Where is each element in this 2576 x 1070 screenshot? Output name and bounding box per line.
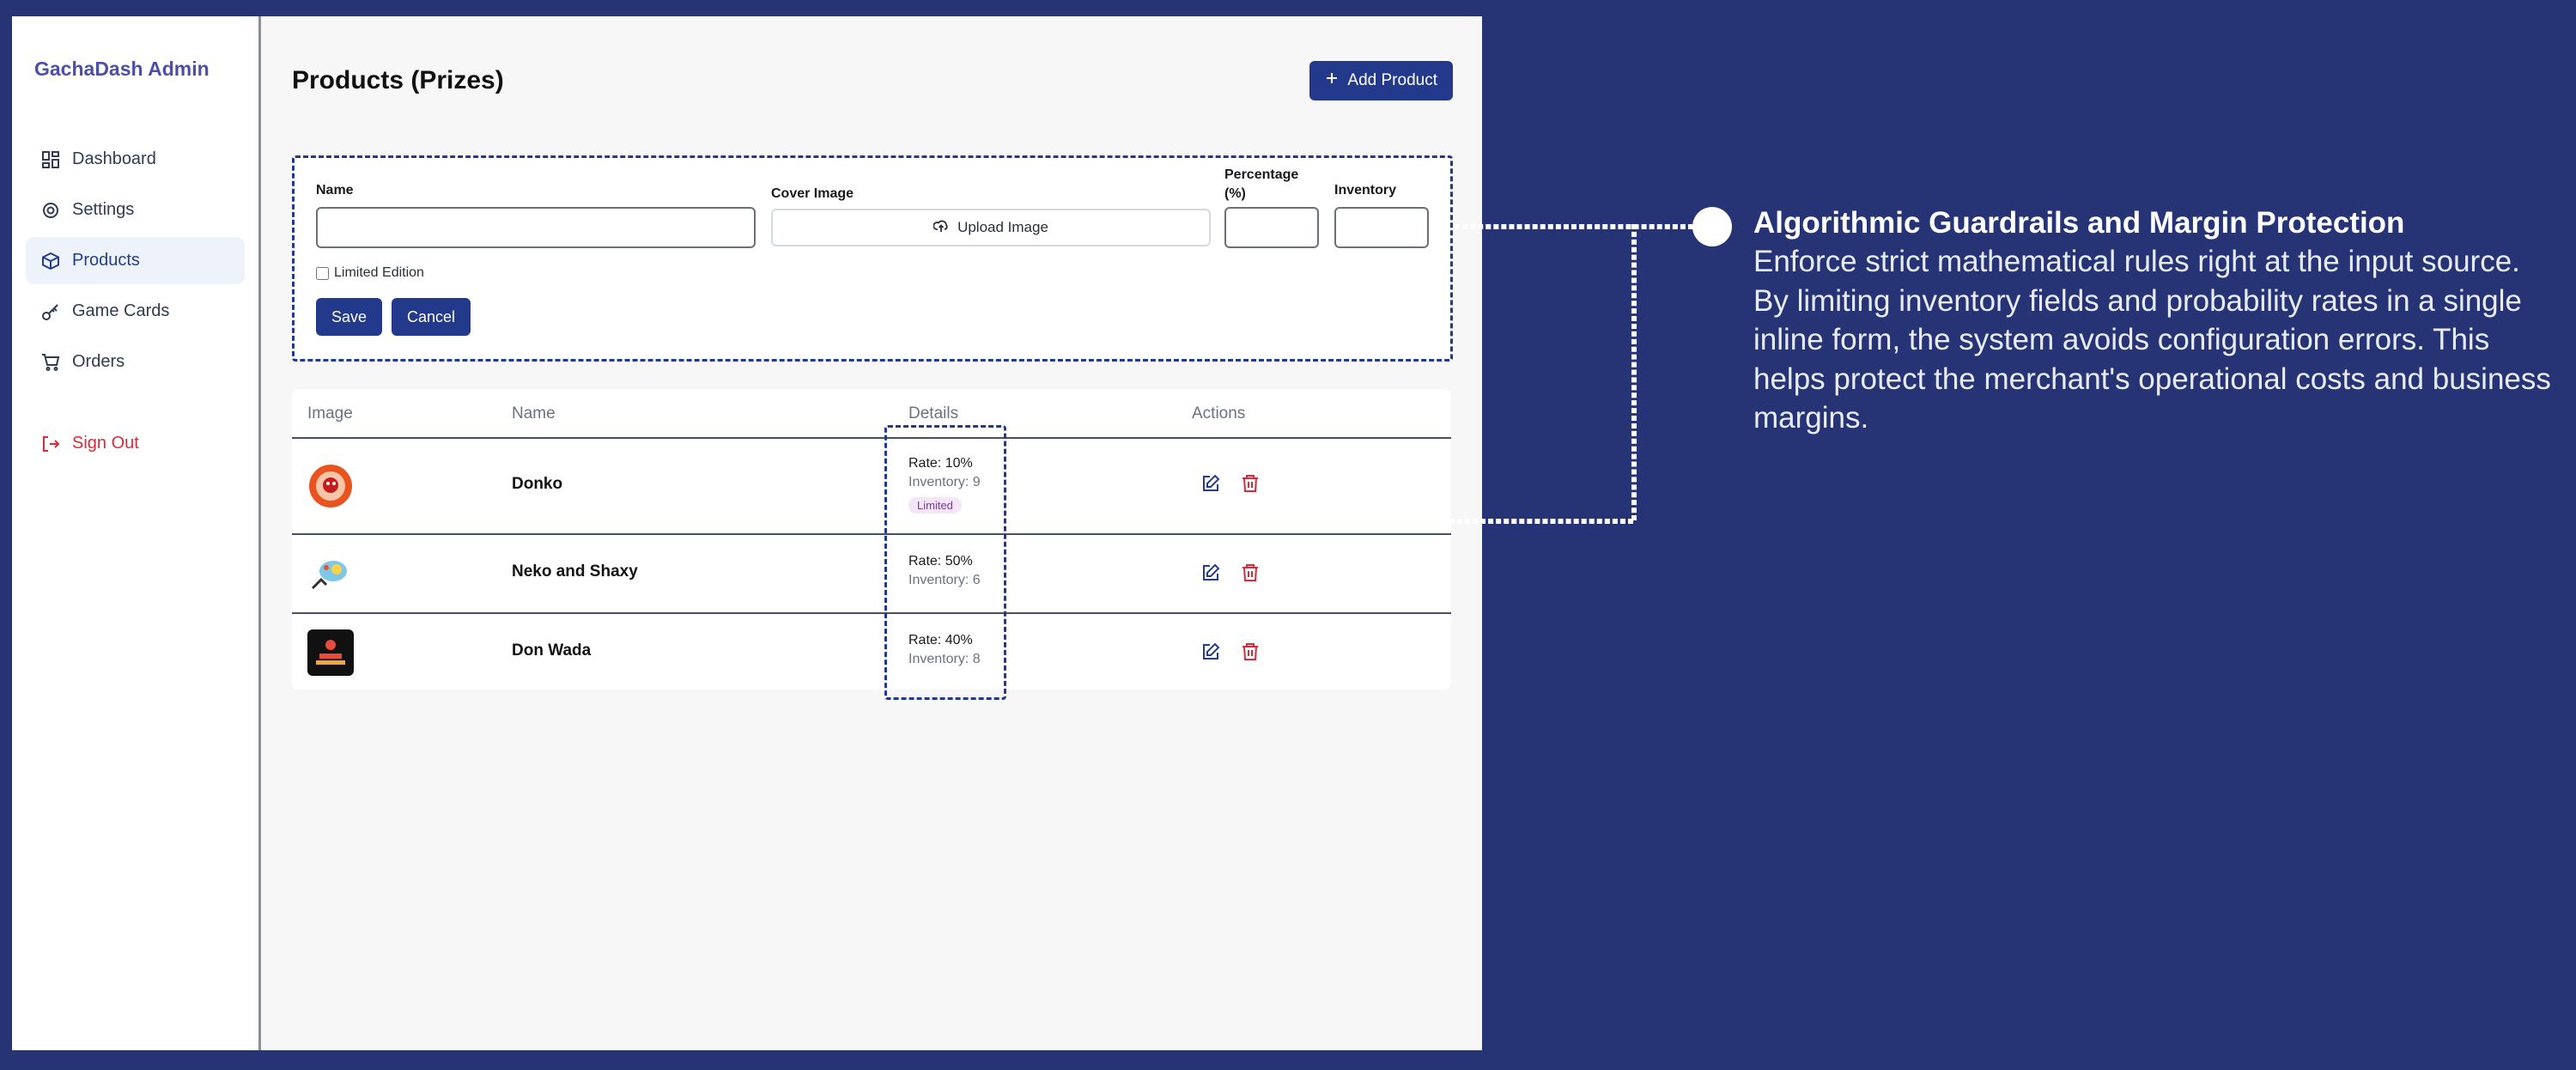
product-rate: Rate: 40% [908,633,973,647]
key-icon [41,302,60,321]
sidebar: GachaDash Admin Dashboard Settings Produ… [12,16,261,1050]
cart-icon [41,353,60,372]
edit-icon[interactable] [1200,641,1221,662]
sidebar-item-label: Settings [72,200,135,219]
limited-edition-checkbox[interactable]: Limited Edition [316,265,424,281]
page-header: Products (Prizes) Add Product [292,51,1453,111]
product-inventory: Inventory: 9 [908,475,981,489]
add-product-label: Add Product [1347,71,1437,89]
percentage-input[interactable] [1224,207,1319,248]
inventory-input[interactable] [1334,207,1429,248]
table-row: Donko Rate: 10% Inventory: 9 Limited [292,437,1451,533]
plus-icon [1325,71,1339,90]
sidebar-item-settings[interactable]: Settings [26,186,245,234]
table-row: Don Wada Rate: 40% Inventory: 8 [292,612,1451,690]
cover-image-label: Cover Image [771,186,854,201]
trash-icon[interactable] [1240,562,1261,583]
product-thumbnail [307,463,354,509]
product-inventory: Inventory: 8 [908,652,981,666]
product-name: Donko [512,475,563,493]
cancel-button[interactable]: Cancel [392,298,471,336]
product-rate: Rate: 50% [908,554,973,568]
sidebar-item-label: Game Cards [72,301,170,320]
column-header-name: Name [512,404,556,423]
page-title: Products (Prizes) [292,66,504,94]
product-thumbnail [307,550,354,597]
inventory-label: Inventory [1334,183,1397,198]
brand-title: GachaDash Admin [34,58,210,80]
connector-line [1006,519,1633,524]
app-window: GachaDash Admin Dashboard Settings Produ… [12,16,1482,1050]
sidebar-item-products[interactable]: Products [26,237,245,284]
save-button[interactable]: Save [316,298,383,336]
product-thumbnail [307,629,354,676]
limited-edition-label: Limited Edition [334,265,424,280]
annotation-body: Enforce strict mathematical rules right … [1753,245,2551,435]
percentage-label: Percentage (%) [1224,167,1299,201]
product-name: Don Wada [512,641,592,660]
trash-icon[interactable] [1240,641,1261,662]
connector-line [1631,224,1637,520]
upload-image-button[interactable]: Upload Image [771,209,1211,246]
main-content: Products (Prizes) Add Product Name Cover… [261,16,1482,1050]
limited-checkbox-input[interactable] [316,266,329,280]
product-name: Neko and Shaxy [512,562,638,581]
product-rate: Rate: 10% [908,456,973,471]
sign-out-button[interactable]: Sign Out [26,420,245,467]
annotation-dot [1692,207,1732,246]
sidebar-item-label: Dashboard [72,149,156,168]
products-table: Image Name Details Actions Donko Rate: 1… [292,389,1451,700]
column-header-actions: Actions [1192,404,1246,423]
edit-icon[interactable] [1200,562,1221,583]
name-input[interactable] [316,207,756,248]
column-header-image: Image [307,404,353,423]
sidebar-item-label: Products [72,251,140,270]
add-product-button[interactable]: Add Product [1309,61,1453,100]
trash-icon[interactable] [1240,473,1261,494]
sign-out-label: Sign Out [72,434,139,453]
sidebar-item-label: Orders [72,352,125,371]
limited-badge: Limited [908,497,962,514]
upload-label: Upload Image [957,219,1048,235]
sidebar-item-orders[interactable]: Orders [26,338,245,386]
table-row: Neko and Shaxy Rate: 50% Inventory: 6 [292,533,1451,612]
sidebar-item-game-cards[interactable]: Game Cards [26,288,245,335]
sidebar-item-dashboard[interactable]: Dashboard [26,136,245,183]
product-form: Name Cover Image Upload Image Percentage… [292,155,1453,362]
product-inventory: Inventory: 6 [908,573,981,587]
dashboard-icon [41,150,60,169]
column-header-details: Details [908,404,959,423]
annotation-title: Algorithmic Guardrails and Margin Protec… [1753,206,2405,240]
connector-line [1455,224,1693,229]
box-icon [41,252,60,271]
name-label: Name [316,183,354,198]
edit-icon[interactable] [1200,473,1221,494]
upload-icon [933,218,949,238]
logout-icon [41,435,60,453]
gear-icon [41,201,60,220]
